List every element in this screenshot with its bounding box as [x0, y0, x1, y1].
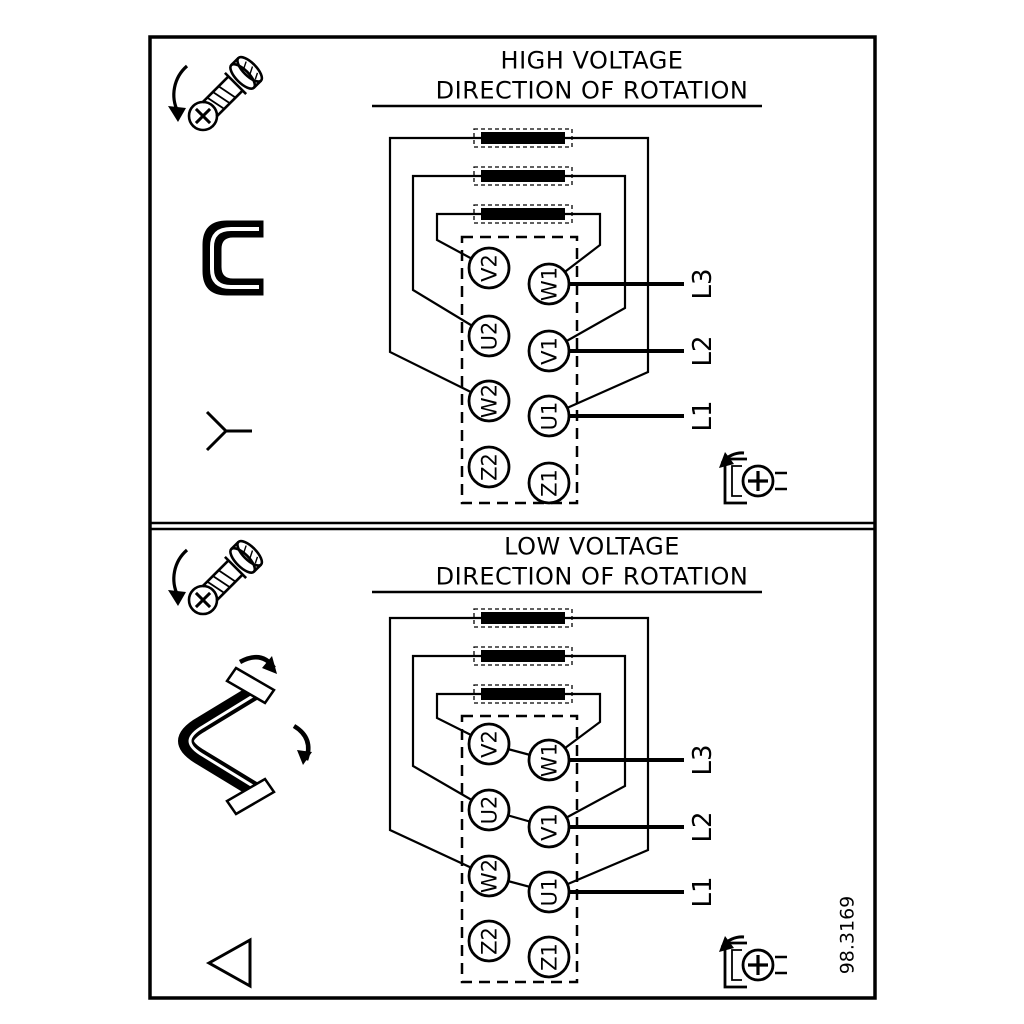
frame	[148, 35, 877, 1000]
supply-labels: L3 L2 L1	[688, 268, 718, 431]
jumper-bar-icon	[202, 220, 264, 296]
jumper-bars	[473, 128, 573, 224]
terminal: V1	[527, 805, 571, 849]
supply-label-L3: L3	[688, 268, 718, 299]
terminal: V1	[527, 329, 571, 373]
panel-subtitle: DIRECTION OF ROTATION	[436, 76, 749, 104]
terminal-label: V2	[477, 730, 501, 758]
terminals: V2 U2 W2 Z2 W1 V1 U1 Z1	[467, 246, 571, 505]
shaft-rotation-icon	[717, 450, 789, 505]
panel-title: HIGH VOLTAGE	[501, 46, 684, 74]
jumper-bar	[481, 132, 565, 144]
supply-label-L3: L3	[688, 744, 718, 775]
terminal-label: U1	[537, 402, 561, 431]
terminal-label: W1	[537, 267, 561, 301]
panel-divider	[150, 521, 875, 531]
figure-number: 98.3169	[837, 896, 859, 975]
panel-high-voltage: HIGH VOLTAGE DIRECTION OF ROTATION	[166, 46, 789, 505]
panel-subtitle: DIRECTION OF ROTATION	[436, 562, 749, 590]
jumper-bars	[473, 608, 573, 704]
shaft-rotation-icon	[717, 934, 789, 989]
supply-labels: L3 L2 L1	[688, 744, 718, 907]
terminal: V2	[467, 246, 511, 290]
supply-label-L2: L2	[688, 335, 718, 366]
terminal: Z2	[467, 919, 511, 963]
screw-rotation-icon	[166, 535, 268, 623]
terminal-label: W2	[477, 859, 501, 893]
screw-rotation-icon	[166, 51, 268, 139]
terminal-board	[460, 235, 579, 505]
terminal-label: W1	[537, 743, 561, 777]
frame-border	[148, 35, 877, 1000]
terminal-board	[460, 714, 579, 984]
terminal: Z1	[527, 935, 571, 979]
supply-label-L1: L1	[688, 400, 718, 431]
terminal-label: W2	[477, 384, 501, 418]
wiring	[388, 136, 684, 418]
jumper-bar	[481, 170, 565, 182]
terminal-label: Z1	[537, 469, 561, 497]
terminal: Z2	[467, 445, 511, 489]
terminal: U1	[527, 870, 571, 914]
terminal: W2	[467, 854, 511, 898]
terminal: U1	[527, 394, 571, 438]
terminal: W1	[527, 738, 571, 782]
terminal: Z1	[527, 461, 571, 505]
terminal-label: U2	[477, 796, 501, 825]
jumper-bar	[481, 650, 565, 662]
terminal-label: Z2	[477, 453, 501, 481]
terminals: V2 U2 W2 Z2 W1 V1 U1 Z1	[467, 722, 571, 979]
terminal-label: U1	[537, 878, 561, 907]
terminal: U2	[467, 314, 511, 358]
jumper-bar	[481, 612, 565, 624]
terminal: U2	[467, 788, 511, 832]
terminal-label: U2	[477, 322, 501, 351]
panel-low-voltage: LOW VOLTAGE DIRECTION OF ROTATION	[166, 532, 789, 989]
terminal: W1	[527, 262, 571, 306]
delta-symbol-icon	[205, 937, 252, 989]
terminal-label: Z2	[477, 927, 501, 955]
star-symbol-icon	[205, 410, 252, 452]
terminal-label: V2	[477, 254, 501, 282]
jumper-bar	[481, 688, 565, 700]
supply-label-L2: L2	[688, 811, 718, 842]
terminal-label: Z1	[537, 943, 561, 971]
terminal: V2	[467, 722, 511, 766]
terminal-label: V1	[537, 813, 561, 841]
jumper-bars-moving-icon	[177, 654, 312, 816]
terminal: W2	[467, 379, 511, 423]
panel-title: LOW VOLTAGE	[504, 532, 680, 560]
terminal-label: V1	[537, 337, 561, 365]
jumper-bar	[481, 208, 565, 220]
supply-label-L1: L1	[688, 876, 718, 907]
